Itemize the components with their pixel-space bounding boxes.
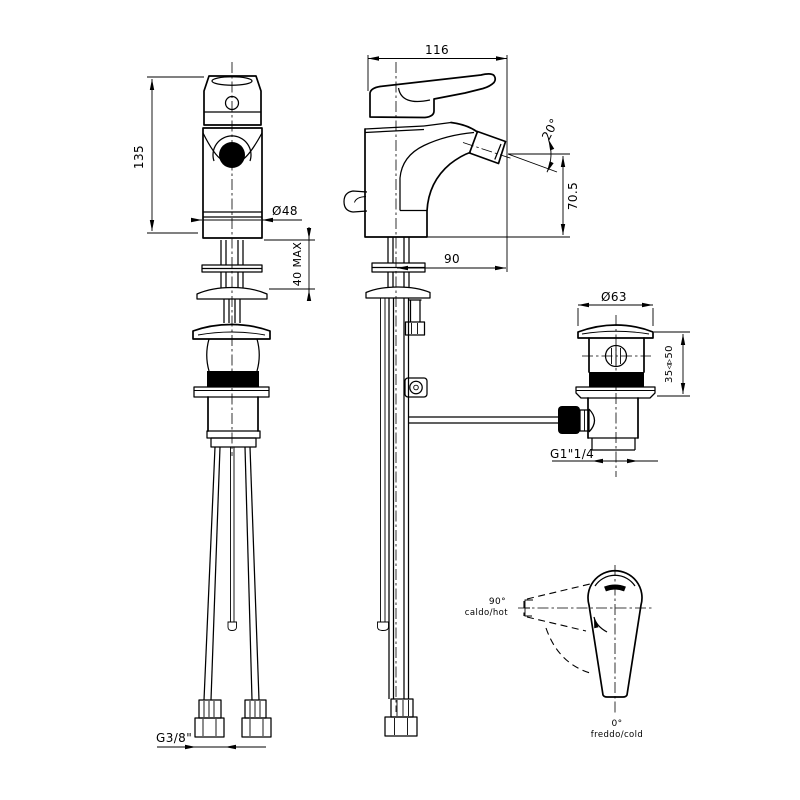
popup-knob [343, 190, 368, 213]
side-hose-nut [384, 698, 418, 737]
dim-3550-label: 35◃▹50 [664, 345, 675, 383]
dim-90-label: 90 [444, 252, 460, 266]
side-view: 116 20° 70.5 90 [343, 43, 580, 737]
supply-hoses [203, 446, 260, 701]
side-hose [388, 298, 410, 699]
thread-band [207, 371, 259, 387]
dim-135: 135 [132, 76, 204, 234]
hot-angle-label: 90° [489, 597, 506, 607]
dim-135-label: 135 [132, 145, 146, 169]
dim-g38: G3/8" [156, 731, 266, 750]
dim-40-max: 40 MAX [264, 227, 315, 301]
pullrod-front [227, 447, 237, 631]
hose-nuts [194, 699, 272, 738]
dim-35-50: 35◃▹50 [654, 331, 690, 397]
aerator-outlet [219, 142, 245, 168]
dim-90: 90 [397, 252, 506, 271]
rod-clamp [404, 377, 428, 398]
dim-20-label: 20° [539, 116, 562, 142]
dim-63: Ø63 [577, 290, 654, 326]
dim-705-label: 70.5 [566, 182, 580, 210]
dim-g114-label: G1"1/4 [550, 447, 594, 461]
dim-g38-label: G3/8" [156, 731, 192, 745]
thread-band [589, 372, 644, 387]
dim-48-label: Ø48 [272, 204, 298, 218]
dim-70-5: 70.5 [427, 156, 580, 238]
rotation-arc [545, 627, 591, 674]
handle-rotation-view: 90° caldo/hot 0° freddo/cold [465, 565, 652, 740]
dim-20deg: 20° [507, 116, 570, 173]
dim-40max-label: 40 MAX [291, 242, 304, 287]
pullrod-side [377, 298, 389, 631]
handle-indicator [604, 584, 626, 592]
dim-diameter-48: Ø48 [191, 204, 302, 223]
lever-knob [558, 406, 580, 434]
handle-90-ghost [523, 583, 591, 632]
dim-g114: G1"1/4 [550, 447, 658, 464]
front-view: 135 Ø48 40 MAX G3/8" [132, 62, 315, 750]
dim-63-label: Ø63 [601, 290, 627, 304]
hot-text-label: caldo/hot [465, 608, 508, 618]
cold-text-label: freddo/cold [591, 730, 643, 740]
dim-116: 116 [367, 43, 508, 272]
handle-top-outline [587, 569, 643, 698]
dim-116-label: 116 [425, 43, 449, 57]
front-drain [192, 323, 271, 448]
cold-angle-label: 0° [611, 719, 622, 729]
drain-view: Ø63 35◃▹50 G1"1/4 [550, 290, 690, 477]
